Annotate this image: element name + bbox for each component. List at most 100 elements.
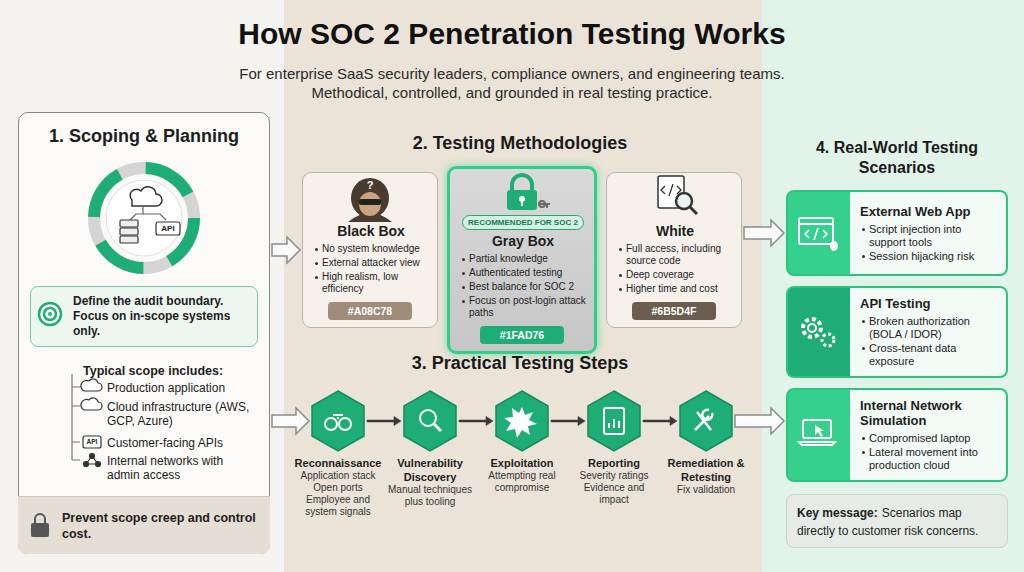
label-slot: For enterprise SaaS security leaders, co… [40, 64, 984, 83]
node-text: Broken authorization (BOLA / IDOR) [860, 315, 998, 341]
node-text: Full access, including source code [617, 243, 733, 267]
label-slot: 2. Testing Methodologies [300, 132, 740, 154]
node-text: Exploitation [476, 456, 568, 470]
scenario-icons [803, 420, 831, 438]
padlock-icon [521, 201, 523, 206]
node-text: No system knowledge [313, 243, 429, 255]
subtitle: Methodical, controlled, and grounded in … [40, 83, 984, 102]
scope-cycle-illustration [94, 168, 194, 268]
node-text: Script injection into support tools [860, 223, 998, 249]
background [762, 0, 1024, 572]
step-node: Remediation & RetestingFix validation [660, 390, 752, 496]
padlock-icon [512, 175, 532, 192]
scenario-card: Internal Network SimulationCompromised l… [786, 388, 1008, 482]
node-text: Deep coverage [617, 269, 733, 281]
node-text: Fix validation [660, 484, 752, 496]
scope-list-icons [83, 436, 101, 448]
section-heading: 3. Practical Testing Steps [300, 352, 740, 374]
hooded-attacker-icon [359, 192, 381, 216]
node-text: Black Box [313, 223, 429, 240]
node-text: Customer-facing APIs [107, 436, 257, 450]
step-icons [333, 415, 343, 418]
step-icons [609, 419, 619, 428]
section-heading: 4. Real-World Testing Scenarios [786, 138, 1008, 178]
lock-icon [35, 514, 45, 523]
node-text: Best balance for SOC 2 [460, 281, 586, 293]
step-icons [504, 407, 537, 438]
node-text: #A08C78 [328, 304, 412, 318]
label-slot: 3. Practical Testing Steps [300, 352, 740, 374]
scope-cycle-illustration [106, 180, 182, 256]
color-chip: #A08C78 [328, 302, 412, 320]
hooded-attacker-icon [359, 199, 381, 205]
section-heading: 2. Testing Methodologies [300, 132, 740, 154]
scenario-icons [803, 319, 821, 337]
label-slot: ? [362, 179, 378, 191]
scope-cycle-illustration [130, 206, 166, 220]
node-text: White [617, 223, 733, 240]
code-review-icon [658, 176, 697, 214]
scenario-icons [815, 425, 824, 437]
node-text: Cross-tenant data exposure [860, 342, 998, 368]
title-slot: How SOC 2 Penetration Testing Works [0, 16, 1024, 52]
code-review-icon [690, 207, 697, 214]
node-text: Reporting [568, 456, 660, 470]
step-node: Vulnerability DiscoveryManual techniques… [384, 390, 476, 508]
footer-band: Prevent scope creep and control cost. [18, 496, 270, 554]
scenario-card: API TestingBroken authorization (BOLA / … [786, 286, 1008, 378]
scenario-icons [799, 218, 838, 445]
icon-label: ? [362, 179, 378, 191]
hexagon-outline [312, 391, 364, 451]
scope-list-leader [72, 374, 80, 460]
block-arrow [272, 237, 300, 263]
node-text: Remediation & Retesting [660, 456, 752, 484]
scope-cycle-illustration [156, 222, 180, 235]
node-text: Key message: [797, 506, 878, 520]
step-icons [325, 418, 337, 430]
hooded-attacker-icon [348, 178, 392, 222]
scope-list-icons [84, 462, 89, 467]
hexagon-shape [403, 390, 457, 452]
node-text: Focus on post-login attack paths [460, 295, 586, 319]
label-slot: Methodical, controlled, and grounded in … [40, 83, 984, 102]
hexagon-outline [680, 391, 732, 451]
step-node: ExploitationAttempting real compromise [476, 390, 568, 494]
node-text: Evidence and impact [568, 482, 660, 506]
node-text: Open ports [292, 482, 384, 494]
node-text: Manual techniques plus tooling [384, 484, 476, 508]
callout-box: Define the audit boundary. Focus on in-s… [30, 286, 258, 347]
icon-label: API [83, 436, 101, 448]
scenario-icons [805, 228, 827, 240]
step-icons [339, 418, 351, 430]
node-text: Attempting real compromise [476, 470, 568, 494]
scope-cycle-illustration [120, 236, 138, 243]
hexagon-outline [588, 391, 640, 451]
node-text: External attacker view [313, 257, 429, 269]
node-text: Severity ratings [568, 470, 660, 482]
background [0, 0, 284, 572]
node-text: Reconnaissance [292, 456, 384, 470]
scope-cycle-illustration [120, 228, 138, 235]
node-text: Cloud infrastructure (AWS, GCP, Azure) [107, 400, 257, 428]
target-icon [39, 303, 61, 325]
hexagon-outline [496, 391, 548, 451]
node-text: Employee and system signals [292, 494, 384, 518]
hexagon-shape [311, 390, 365, 452]
node-text: Compromised laptop [860, 432, 998, 445]
block-arrow [735, 408, 784, 434]
scope-cycle-illustration [94, 168, 194, 268]
node-text: Lateral movement into production cloud [860, 446, 998, 472]
subtitle: For enterprise SaaS security leaders, co… [40, 64, 984, 83]
step-icons [420, 410, 436, 426]
diagram-title: How SOC 2 Penetration Testing Works [0, 16, 1024, 52]
step-icons [325, 407, 712, 438]
node-text: Internal networks with admin access [107, 454, 257, 482]
step-icons [434, 424, 441, 431]
code-review-icon [676, 193, 692, 209]
scope-cycle-illustration [94, 168, 194, 268]
padlock-icon [507, 175, 550, 210]
padlock-icon [507, 190, 537, 210]
node-text: Typical scope includes: [83, 363, 253, 379]
step-icons [604, 408, 624, 434]
padlock-icon [539, 201, 545, 207]
